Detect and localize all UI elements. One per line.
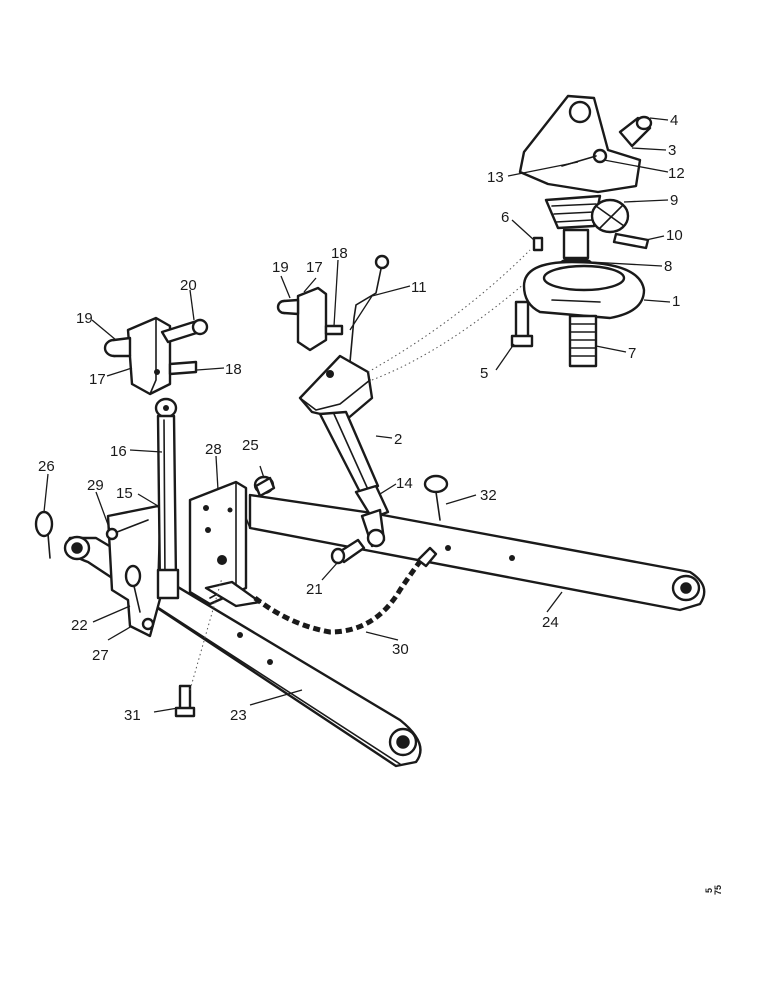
- callout-17-left: 17: [89, 371, 106, 388]
- callout-25: 25: [242, 437, 259, 454]
- callout-11: 11: [411, 279, 427, 296]
- callout-labels: 1 2 3 4 5 6 7 8 9 10 11 12 13 14 15 16 1…: [38, 112, 685, 724]
- linch-pin-link: [124, 564, 142, 613]
- callout-32: 32: [480, 487, 497, 504]
- levelling-box: [298, 254, 390, 548]
- callout-3: 3: [668, 142, 676, 159]
- linch-pin-right: [423, 474, 449, 521]
- pin: [330, 538, 366, 565]
- leader-lines: [43, 117, 671, 713]
- callout-21: 21: [306, 581, 323, 598]
- callout-24: 24: [542, 614, 559, 631]
- check-chain: [204, 546, 438, 635]
- bolt-29: [105, 519, 149, 541]
- callout-14: 14: [396, 475, 413, 492]
- callout-9: 9: [670, 192, 678, 209]
- callout-30: 30: [392, 641, 409, 658]
- bolt-5: [510, 300, 534, 348]
- callout-17-right: 17: [306, 259, 323, 276]
- callout-16: 16: [110, 443, 127, 460]
- callout-4: 4: [670, 112, 678, 129]
- callout-29: 29: [87, 477, 104, 494]
- alignment-line-top: [367, 249, 531, 373]
- gearbox-lower-housing: [522, 260, 646, 320]
- reference-code-line-2: 75: [713, 885, 723, 895]
- gearbox-top-housing: [518, 94, 653, 194]
- callout-8: 8: [664, 258, 672, 275]
- callout-18-left: 18: [225, 361, 242, 378]
- callout-20: 20: [180, 277, 197, 294]
- callout-1: 1: [672, 293, 680, 310]
- callout-12: 12: [668, 165, 685, 182]
- callout-23: 23: [230, 707, 247, 724]
- clevis-block-left: [103, 316, 209, 396]
- callout-15: 15: [116, 485, 133, 502]
- callout-13: 13: [487, 169, 504, 186]
- callout-2: 2: [394, 431, 402, 448]
- callout-18-right: 18: [331, 245, 348, 262]
- callout-26: 26: [38, 458, 55, 475]
- threaded-shaft: [568, 314, 598, 368]
- callout-5: 5: [480, 365, 488, 382]
- callout-19-left: 19: [76, 310, 93, 327]
- callout-6: 6: [501, 209, 509, 226]
- bevel-gears: [544, 194, 650, 271]
- clevis-block-right: [276, 286, 344, 352]
- alignment-line-bottom: [189, 577, 223, 691]
- reference-code: 5 75: [704, 885, 723, 895]
- callout-27: 27: [92, 647, 109, 664]
- callout-28: 28: [205, 441, 222, 458]
- bolt-31: [174, 684, 196, 718]
- callout-22: 22: [71, 617, 88, 634]
- dowel-pin: [532, 236, 544, 252]
- callout-7: 7: [628, 345, 636, 362]
- bolt: [253, 475, 276, 498]
- callout-19-right: 19: [272, 259, 289, 276]
- reference-code-line-1: 5: [704, 888, 714, 893]
- callout-10: 10: [666, 227, 683, 244]
- bracket-plate: [188, 480, 248, 606]
- callout-31: 31: [124, 707, 141, 724]
- lift-rod: [154, 397, 180, 600]
- linch-pin-left: [34, 510, 54, 559]
